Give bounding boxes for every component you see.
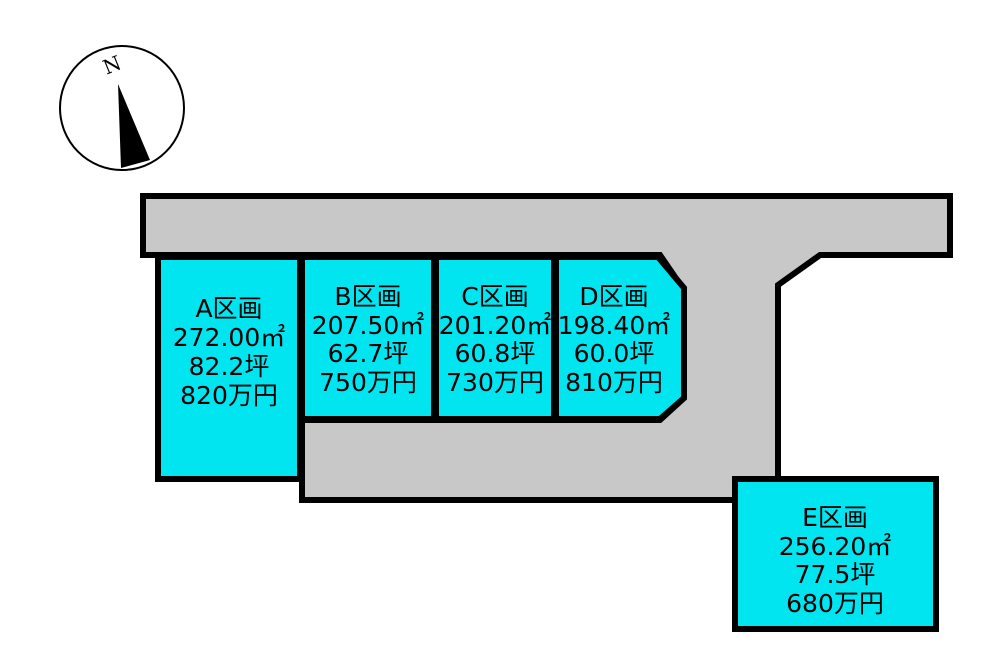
lot-c-price: 730万円 [446, 368, 544, 397]
lot-d-name: D区画 [579, 282, 648, 311]
lot-b-shape [299, 254, 437, 422]
north-arrow-icon [118, 84, 150, 168]
lot-a-tsubo: 82.2坪 [189, 352, 270, 381]
lot-b-name: B区画 [334, 282, 401, 311]
lot-c-area: 201.20㎡ [439, 311, 551, 340]
lot-d-area: 198.40㎡ [558, 311, 670, 340]
lot-b[interactable]: B区画 207.50㎡ 62.7坪 750万円 [299, 254, 437, 422]
lot-e-name: E区画 [802, 503, 868, 532]
lot-b-price: 750万円 [319, 368, 417, 397]
lot-c[interactable]: C区画 201.20㎡ 60.8坪 730万円 [433, 254, 557, 422]
lot-b-area: 207.50㎡ [312, 311, 424, 340]
lot-d-price: 810万円 [565, 368, 663, 397]
compass: N [59, 45, 185, 171]
lot-e-area: 256.20㎡ [779, 532, 891, 561]
lot-a[interactable]: A区画 272.00㎡ 82.2坪 820万円 [155, 254, 303, 482]
lot-d-shape [553, 254, 687, 422]
lot-d-tsubo: 60.0坪 [574, 339, 655, 368]
lot-e-tsubo: 77.5坪 [795, 560, 876, 589]
lot-a-area: 272.00㎡ [173, 323, 285, 352]
lot-b-tsubo: 62.7坪 [328, 339, 409, 368]
lot-e[interactable]: E区画 256.20㎡ 77.5坪 680万円 [732, 476, 939, 632]
lot-d[interactable]: D区画 198.40㎡ 60.0坪 810万円 [553, 254, 687, 422]
lot-c-tsubo: 60.8坪 [455, 339, 536, 368]
lot-e-shape [732, 476, 939, 632]
lot-c-name: C区画 [461, 282, 528, 311]
lot-a-name: A区画 [195, 294, 262, 323]
lot-a-price: 820万円 [180, 381, 278, 410]
lot-e-price: 680万円 [786, 589, 884, 618]
